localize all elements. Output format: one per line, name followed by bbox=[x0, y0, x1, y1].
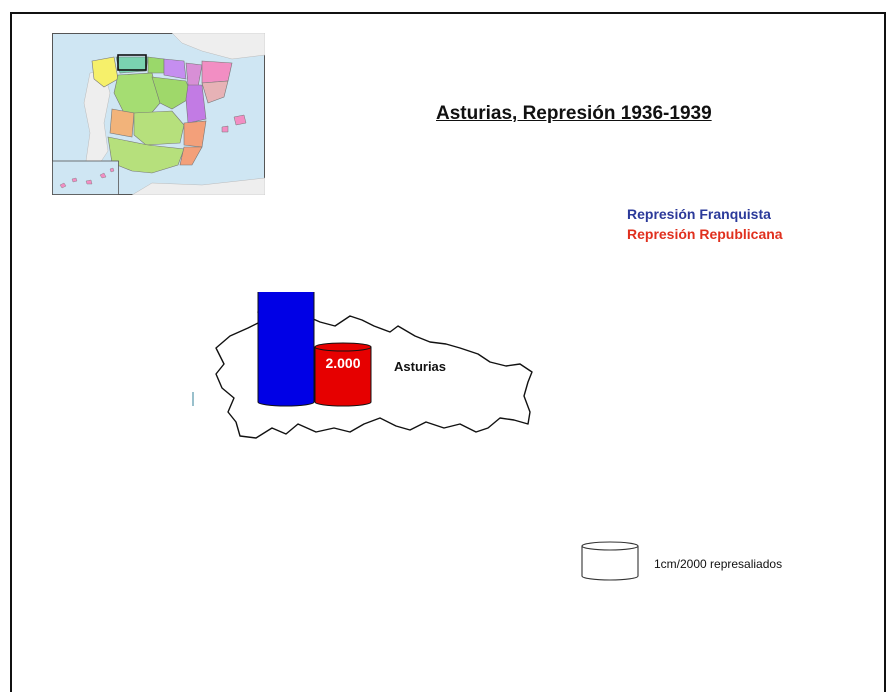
bar-republicana-value-label: 2.000 bbox=[325, 355, 360, 371]
bar-franquista-body bbox=[257, 292, 315, 407]
scale-note: 1cm/2000 represaliados bbox=[654, 557, 783, 571]
region-label: Asturias bbox=[394, 359, 446, 374]
scale-cylinder-symbol bbox=[581, 541, 639, 581]
chart-title: Asturias, Represión 1936-1939 bbox=[436, 103, 712, 124]
bar-republicana: 2.000 bbox=[314, 342, 372, 407]
slide-frame bbox=[10, 12, 886, 692]
bar-franquista: 5.952 bbox=[257, 292, 315, 407]
spain-locator-map bbox=[52, 33, 265, 195]
bar-republicana-body bbox=[314, 346, 372, 407]
legend-republicana: Represión Republicana bbox=[627, 226, 783, 242]
bar-republicana-cap bbox=[314, 342, 372, 352]
asturias-outline bbox=[215, 311, 533, 439]
legend-franquista: Represión Franquista bbox=[627, 206, 771, 222]
asturias-bar-chart: Asturias 5.952 2.000 bbox=[192, 292, 533, 439]
